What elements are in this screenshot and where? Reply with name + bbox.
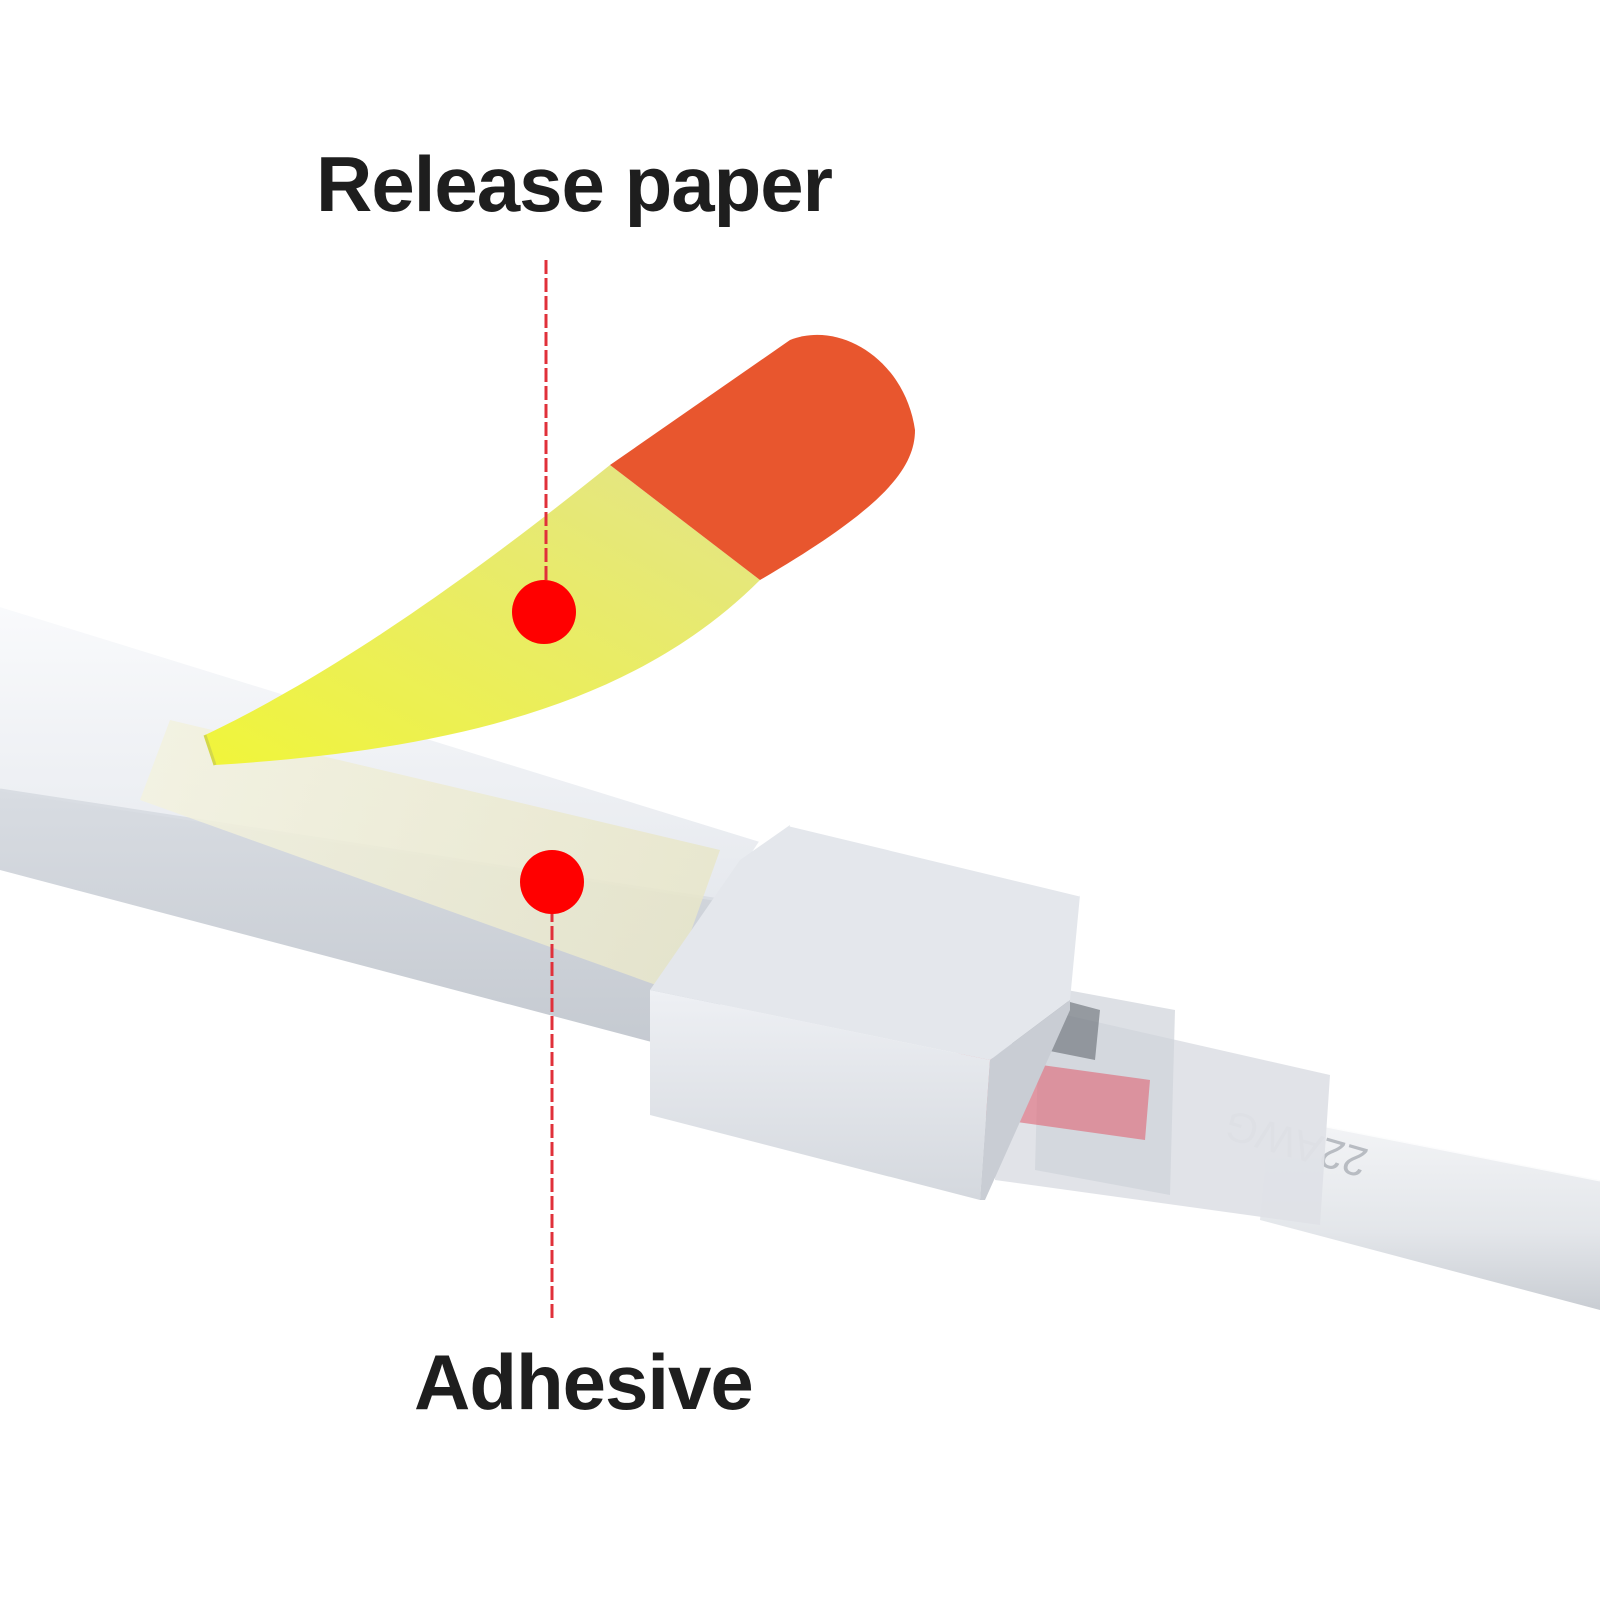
adhesive-label: Adhesive <box>414 1338 754 1426</box>
release-paper-tab <box>610 334 915 580</box>
connector <box>650 823 1081 1200</box>
adhesive-layer <box>140 720 720 990</box>
release-paper-marker-icon <box>512 580 576 644</box>
release-paper <box>203 334 915 766</box>
release-paper-label: Release paper <box>316 140 833 228</box>
strip-side <box>0 790 720 1060</box>
adhesive-marker-icon <box>520 850 584 914</box>
